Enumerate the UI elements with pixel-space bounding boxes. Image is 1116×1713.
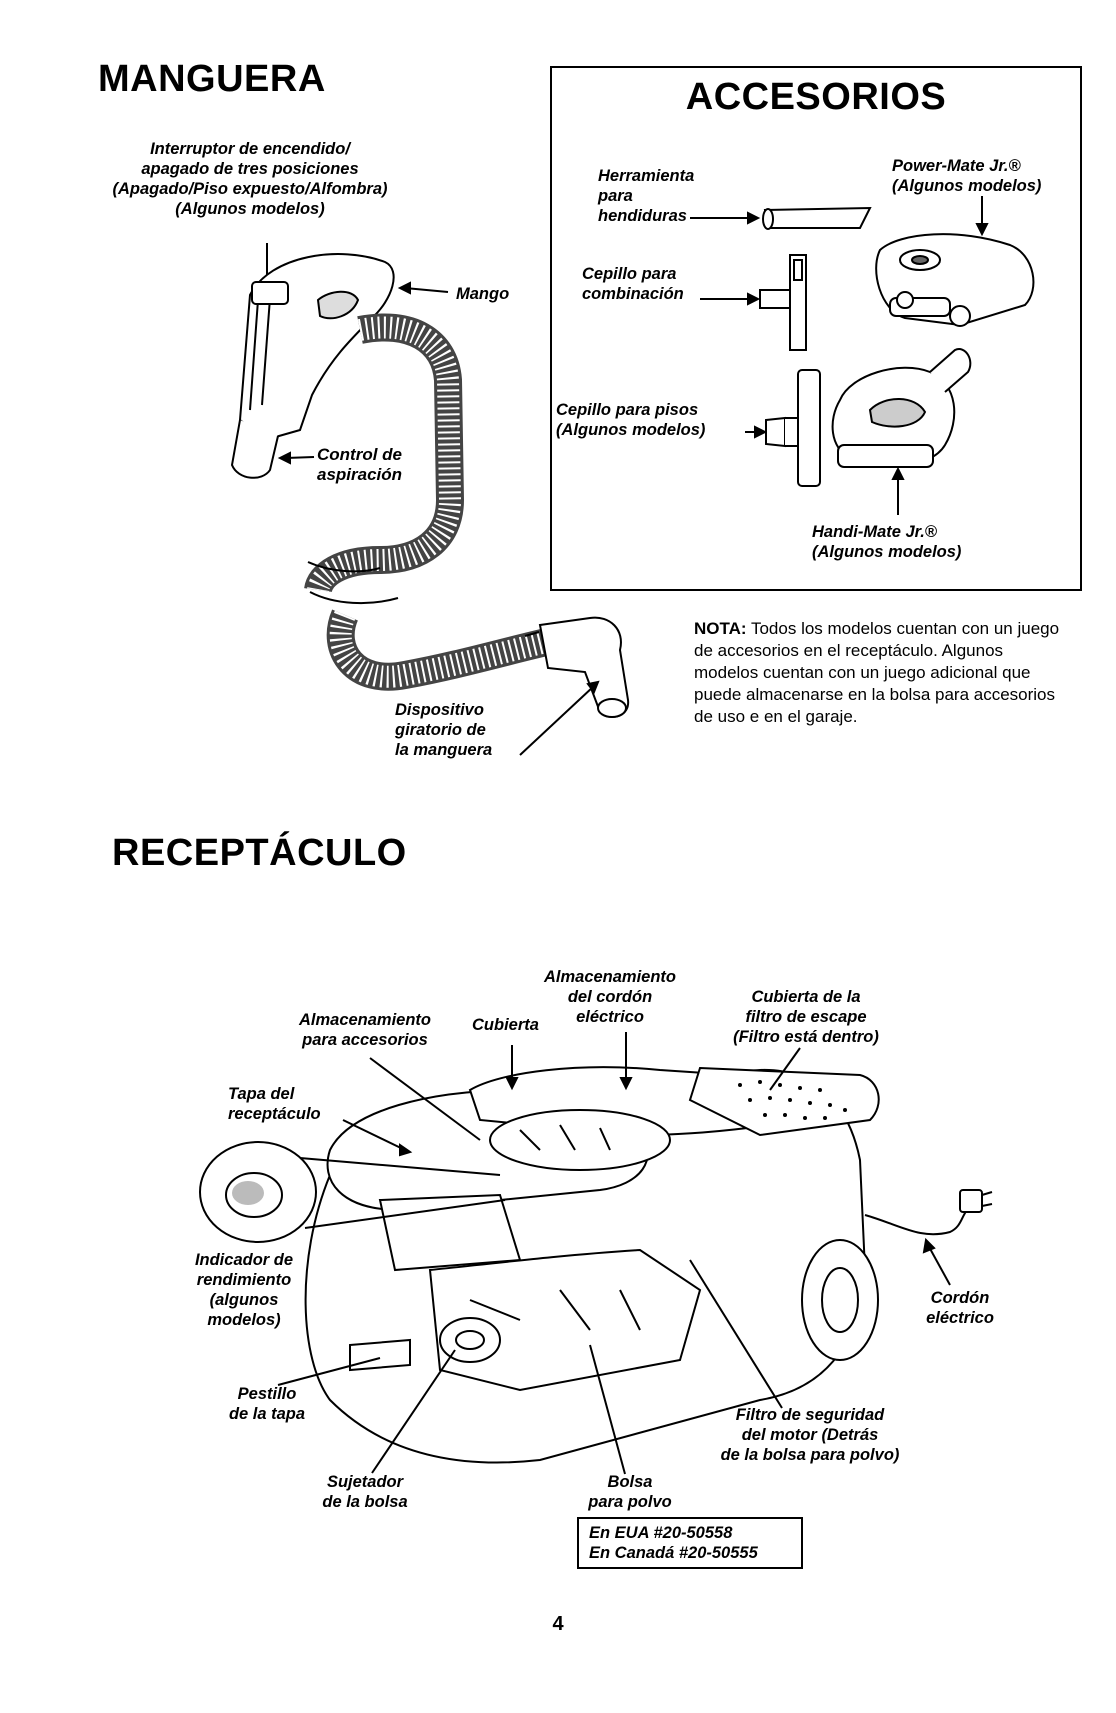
dust-bag-label-line: para polvo: [588, 1493, 672, 1511]
part-number-line: En EUA #20-50558: [589, 1524, 733, 1542]
performance-indicator-label-line: rendimiento: [196, 1271, 292, 1289]
performance-indicator-label-line: Indicador de: [194, 1251, 294, 1269]
crevice-tool-label-line: para: [598, 187, 633, 205]
handimate-label: Handi-Mate Jr.® (Algunos modelos): [812, 522, 961, 562]
lid-latch-label-line: Pestillo: [237, 1385, 297, 1403]
switch-label-line: (Apagado/Piso expuesto/Alfombra): [112, 180, 388, 198]
page-number: 4: [552, 1613, 564, 1635]
bag-holder-label: Sujetador de la bolsa: [300, 1472, 430, 1512]
cord-storage-label-line: Almacenamiento: [543, 968, 677, 986]
control-label-line: aspiración: [317, 465, 403, 484]
crevice-tool-label: Herramienta para hendiduras: [598, 166, 694, 226]
power-cord-label-line: eléctrico: [926, 1309, 994, 1327]
canister-lid-label-line: Tapa del: [228, 1085, 295, 1103]
motor-safety-filter-label: Filtro de seguridad del motor (Detrás de…: [690, 1405, 930, 1465]
canister-lid-label-line: receptáculo: [228, 1105, 321, 1123]
performance-indicator-label-line: modelos): [207, 1311, 281, 1329]
canister-lid-label: Tapa del receptáculo: [228, 1084, 321, 1124]
accesorios-box: [550, 66, 1082, 591]
powermate-label-line: Power-Mate Jr.®: [892, 157, 1021, 175]
exhaust-filter-cover-label-line: filtro de escape: [745, 1008, 867, 1026]
bag-holder-label-line: de la bolsa: [322, 1493, 408, 1511]
combination-brush-label-line: Cepillo para: [582, 265, 677, 283]
crevice-tool-label-line: Herramienta: [598, 167, 695, 185]
part-number-line: En Canadá #20-50555: [589, 1544, 758, 1562]
handimate-label-line: (Algunos modelos): [812, 543, 962, 561]
combination-brush-label-line: combinación: [582, 285, 684, 303]
control-label: Control de aspiración: [317, 445, 402, 485]
swivel-label-line: la manguera: [395, 741, 493, 759]
cover-label: Cubierta: [472, 1016, 539, 1034]
swivel-label: Dispositivo giratorio de la manguera: [395, 700, 492, 760]
exhaust-filter-cover-label: Cubierta de la filtro de escape (Filtro …: [706, 987, 906, 1047]
nota-text: Todos los modelos cuentan con un juego d…: [694, 619, 1060, 726]
lid-latch-label: Pestillo de la tapa: [212, 1384, 322, 1424]
swivel-label-line: Dispositivo: [395, 701, 484, 719]
dust-bag-label: Bolsa para polvo: [575, 1472, 685, 1512]
combination-brush-label: Cepillo para combinación: [582, 264, 684, 304]
exhaust-filter-cover-label-line: Cubierta de la: [751, 988, 861, 1006]
performance-indicator-label-line: (algunos: [209, 1291, 279, 1309]
cord-storage-label-line: eléctrico: [576, 1008, 644, 1026]
swivel-label-line: giratorio de: [395, 721, 486, 739]
performance-indicator-label: Indicador de rendimiento (algunos modelo…: [184, 1250, 304, 1330]
section-title-manguera: MANGUERA: [98, 58, 326, 100]
floor-brush-label: Cepillo para pisos (Algunos modelos): [556, 400, 705, 440]
control-label-line: Control de: [317, 445, 402, 464]
floor-brush-label-line: (Algunos modelos): [556, 421, 706, 439]
accessory-storage-label: Almacenamiento para accesorios: [280, 1010, 450, 1050]
switch-label: Interruptor de encendido/ apagado de tre…: [95, 139, 405, 219]
part-numbers-box: En EUA #20-50558 En Canadá #20-50555: [577, 1517, 803, 1569]
accessory-storage-label-line: para accesorios: [302, 1031, 428, 1049]
nota-paragraph: NOTA: Todos los modelos cuentan con un j…: [694, 618, 1069, 728]
lid-latch-label-line: de la tapa: [228, 1405, 306, 1423]
crevice-tool-label-line: hendiduras: [598, 207, 687, 225]
section-title-receptaculo: RECEPTÁCULO: [112, 832, 407, 874]
motor-safety-filter-label-line: del motor (Detrás: [741, 1426, 879, 1444]
power-cord-label: Cordón eléctrico: [910, 1288, 1010, 1328]
nota-label: NOTA:: [694, 619, 747, 638]
motor-safety-filter-label-line: de la bolsa para polvo): [720, 1446, 900, 1464]
bag-holder-label-line: Sujetador: [326, 1473, 404, 1491]
motor-safety-filter-label-line: Filtro de seguridad: [735, 1406, 885, 1424]
exhaust-filter-cover-label-line: (Filtro está dentro): [733, 1028, 879, 1046]
switch-label-line: (Algunos modelos): [175, 200, 325, 218]
power-cord-label-line: Cordón: [930, 1289, 990, 1307]
powermate-label: Power-Mate Jr.® (Algunos modelos): [892, 156, 1041, 196]
handimate-label-line: Handi-Mate Jr.®: [812, 523, 937, 541]
accessory-storage-label-line: Almacenamiento: [298, 1011, 432, 1029]
switch-label-line: apagado de tres posiciones: [141, 160, 359, 178]
mango-label: Mango: [456, 285, 510, 303]
switch-label-line: Interruptor de encendido/: [150, 140, 350, 158]
powermate-label-line: (Algunos modelos): [892, 177, 1042, 195]
dust-bag-label-line: Bolsa: [607, 1473, 653, 1491]
floor-brush-label-line: Cepillo para pisos: [556, 401, 699, 419]
cord-storage-label-line: del cordón: [567, 988, 653, 1006]
cord-storage-label: Almacenamiento del cordón eléctrico: [530, 967, 690, 1027]
section-title-accesorios: ACCESORIOS: [685, 76, 947, 118]
